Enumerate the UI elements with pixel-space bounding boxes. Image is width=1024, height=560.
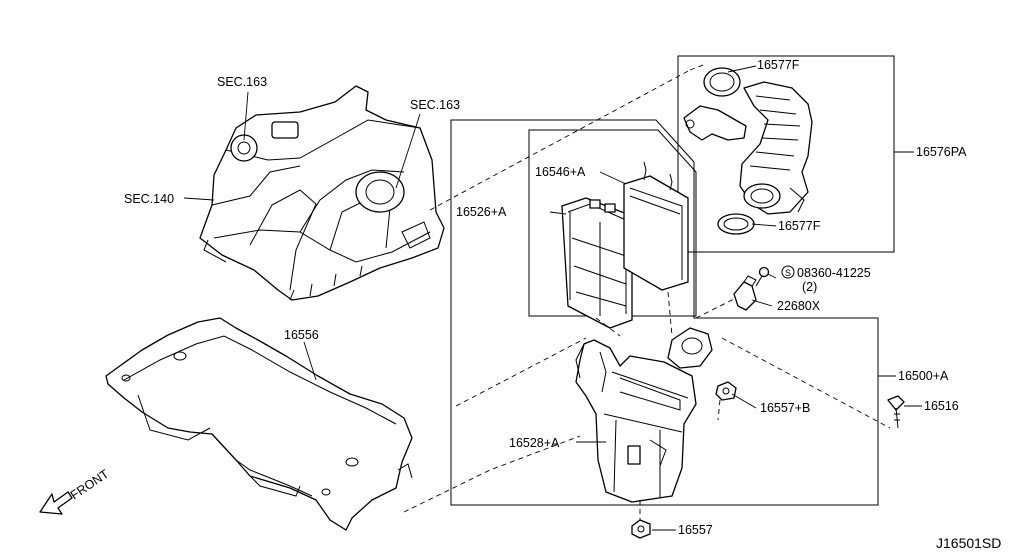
- label-08360-qty: (2): [802, 280, 817, 294]
- label-16557b: 16557+B: [760, 401, 810, 415]
- filter-element-16546a: [623, 161, 689, 291]
- dashed-connectors: [403, 63, 891, 520]
- label-22680x: 22680X: [777, 299, 821, 313]
- label-16516: 16516: [924, 399, 959, 413]
- label-16546a: 16546+A: [535, 165, 586, 179]
- filter-frame-16526a: [561, 197, 633, 329]
- label-16577f-top: 16577F: [757, 58, 800, 72]
- label-16528a: 16528+A: [509, 436, 560, 450]
- label-16526a: 16526+A: [456, 205, 507, 219]
- label-16557: 16557: [678, 523, 713, 537]
- front-arrow-icon: [39, 491, 73, 515]
- air-duct-16576pa: [683, 67, 813, 235]
- lower-case-16528a: [575, 327, 713, 503]
- label-16577f-bottom: 16577F: [778, 219, 821, 233]
- intake-manifold: [199, 85, 445, 301]
- label-16500a: 16500+A: [898, 369, 949, 383]
- label-sec163-top: SEC.163: [217, 75, 267, 89]
- label-sec140: SEC.140: [124, 192, 174, 206]
- leader-lines: [183, 65, 922, 531]
- label-16556: 16556: [284, 328, 319, 342]
- assembly-box-16500a: [450, 119, 879, 506]
- airflow-sensor-22680x: [733, 266, 770, 311]
- undercover-16556: [105, 317, 413, 531]
- label-sec163-right: SEC.163: [410, 98, 460, 112]
- svg-text:S: S: [785, 268, 791, 278]
- grommet-16557: [631, 519, 651, 539]
- duct-box-16576pa: [677, 55, 895, 253]
- label-16576pa: 16576PA: [916, 145, 967, 159]
- bolt-16516: [887, 395, 905, 429]
- grommet-16557b: [715, 381, 737, 401]
- front-label: FRONT: [68, 467, 112, 503]
- circled-s-icon: S: [781, 265, 795, 279]
- label-08360: 08360-41225: [797, 266, 871, 280]
- filter-box-16526a: [528, 129, 697, 317]
- diagram-id: J16501SD: [936, 535, 1001, 551]
